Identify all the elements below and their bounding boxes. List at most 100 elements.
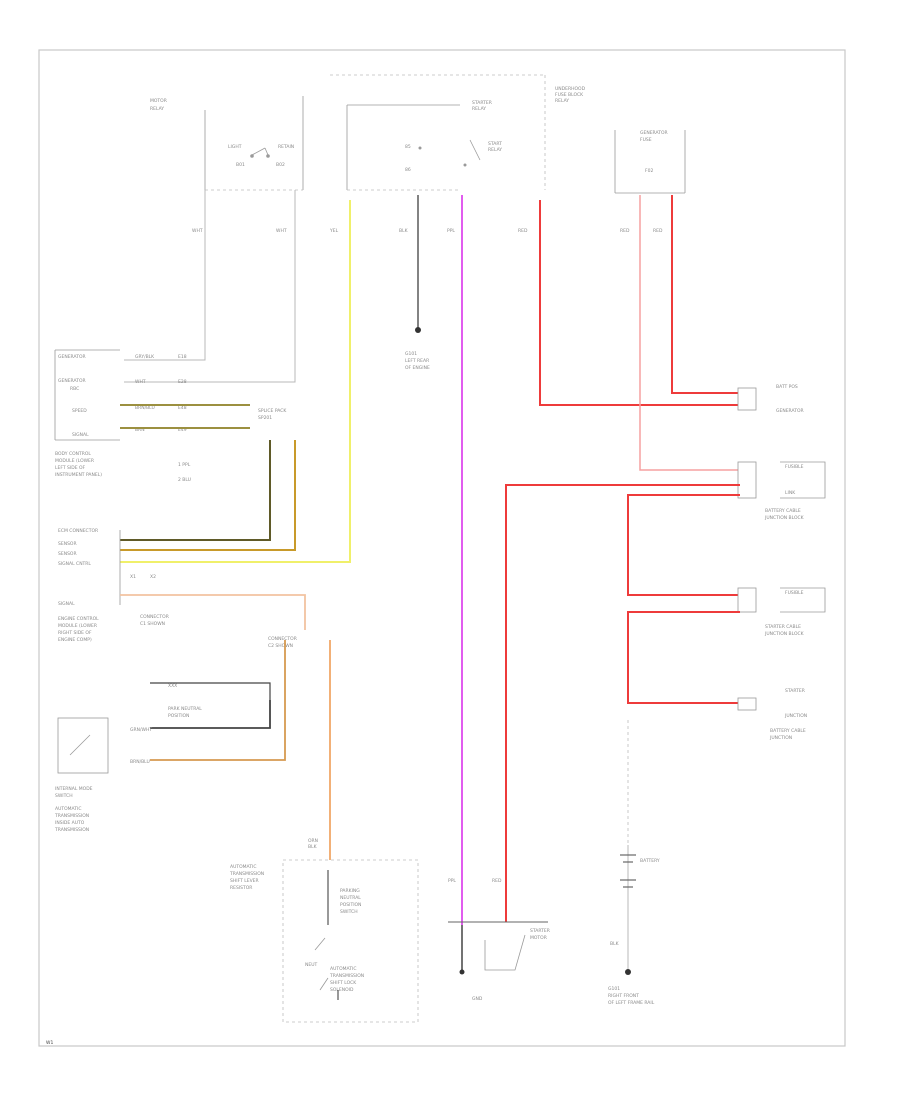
connector-c2: CONNECTOR C2 SHOWN <box>268 636 297 649</box>
svg-text:RELAY: RELAY <box>488 147 502 153</box>
svg-text:GENERATOR: GENERATOR <box>58 354 86 360</box>
svg-text:GENERATOR: GENERATOR <box>776 408 804 414</box>
svg-text:STARTER: STARTER <box>530 928 550 934</box>
svg-text:SPLICE PACK: SPLICE PACK <box>258 408 287 414</box>
svg-text:INSIDE AUTO: INSIDE AUTO <box>55 820 85 826</box>
svg-text:E49: E49 <box>178 427 187 433</box>
svg-text:TRANSMISSION: TRANSMISSION <box>54 813 89 819</box>
svg-text:STARTER: STARTER <box>472 100 492 106</box>
svg-text:RED: RED <box>492 878 502 884</box>
svg-text:TRANSMISSION: TRANSMISSION <box>329 973 364 979</box>
svg-text:OF LEFT FRAME RAIL: OF LEFT FRAME RAIL <box>608 1000 655 1006</box>
svg-text:RELAY: RELAY <box>472 106 486 112</box>
svg-text:SIGNAL CNTRL: SIGNAL CNTRL <box>58 561 91 567</box>
footer-code: W1 <box>46 1040 53 1046</box>
svg-text:AUTOMATIC: AUTOMATIC <box>330 966 357 972</box>
svg-text:BLK: BLK <box>308 844 318 850</box>
svg-text:ORN: ORN <box>308 838 318 844</box>
svg-text:BATTERY CABLE: BATTERY CABLE <box>770 728 806 734</box>
svg-text:AUTOMATIC: AUTOMATIC <box>55 806 82 812</box>
svg-text:SWITCH: SWITCH <box>340 909 358 915</box>
ground-icon <box>415 327 421 333</box>
red-wire-to-battery <box>627 611 740 704</box>
svg-text:LEFT SIDE OF: LEFT SIDE OF <box>55 465 86 471</box>
svg-text:SIGNAL: SIGNAL <box>58 601 75 607</box>
starter-motor-block: PPL RED STARTER MOTOR GND <box>448 878 550 1002</box>
svg-text:FUSIBLE: FUSIBLE <box>785 590 804 596</box>
svg-text:YEL: YEL <box>329 228 339 234</box>
svg-text:JUNCTION BLOCK: JUNCTION BLOCK <box>764 515 805 521</box>
dark-wire-top-2 <box>150 682 271 700</box>
svg-text:RESISTOR: RESISTOR <box>230 885 252 891</box>
svg-text:PARKING: PARKING <box>340 888 360 894</box>
dark-wire-top <box>150 700 271 729</box>
wire-relay-left <box>124 190 206 361</box>
ecm-upper-block: GENERATOR GENERATOR RBC SPEED SIGNAL GRY… <box>54 349 191 483</box>
svg-text:GENERATOR: GENERATOR <box>58 378 86 384</box>
svg-text:GENERATOR: GENERATOR <box>640 130 668 136</box>
generator-connector: BATT POS GENERATOR <box>737 384 804 414</box>
svg-text:PARK NEUTRAL: PARK NEUTRAL <box>168 706 202 712</box>
svg-text:AUTOMATIC: AUTOMATIC <box>230 864 257 870</box>
svg-text:JUNCTION: JUNCTION <box>784 713 807 719</box>
svg-text:X1: X1 <box>130 574 136 580</box>
svg-text:MOTOR: MOTOR <box>150 98 167 104</box>
svg-text:E48: E48 <box>178 405 187 411</box>
svg-text:GRN/WHT: GRN/WHT <box>130 727 152 733</box>
svg-text:STARTER: STARTER <box>785 688 805 694</box>
orange-wire-light <box>120 594 306 630</box>
svg-text:BRN: BRN <box>135 427 145 433</box>
yellow-wire <box>120 200 351 563</box>
svg-text:RED: RED <box>518 228 528 234</box>
orange-wire-long <box>120 440 296 551</box>
svg-text:CONNECTOR: CONNECTOR <box>140 614 169 620</box>
svg-text:GRY/BLK: GRY/BLK <box>135 354 155 360</box>
svg-text:RED: RED <box>620 228 630 234</box>
red-wire-gen-fuse-a <box>671 195 740 394</box>
svg-text:ENGINE COMP): ENGINE COMP) <box>58 637 92 643</box>
svg-text:NEUT: NEUT <box>305 962 318 968</box>
range-switch-block: XXX PARK NEUTRAL POSITION INTERNAL MODE … <box>54 683 202 833</box>
svg-text:85: 85 <box>405 144 411 150</box>
svg-text:BODY CONTROL: BODY CONTROL <box>55 451 91 457</box>
red-wire-to-junction <box>505 484 740 922</box>
svg-text:TRANSMISSION: TRANSMISSION <box>54 827 89 833</box>
relay-module-left: MOTOR RELAY LIGHT RETAIN B01 B02 <box>150 96 304 191</box>
svg-text:LINK: LINK <box>785 490 796 496</box>
svg-text:FUSE BLOCK: FUSE BLOCK <box>555 92 584 98</box>
svg-text:LIGHT: LIGHT <box>228 144 242 150</box>
svg-text:JUNCTION: JUNCTION <box>769 735 792 741</box>
svg-text:F02: F02 <box>645 168 653 174</box>
svg-text:WHT: WHT <box>135 379 146 385</box>
svg-text:RELAY: RELAY <box>555 98 569 104</box>
ground-wire: G101 LEFT REAR OF ENGINE <box>405 195 430 371</box>
svg-text:B01: B01 <box>236 162 245 168</box>
svg-text:E28: E28 <box>178 379 187 385</box>
svg-text:2 BLU: 2 BLU <box>178 477 191 483</box>
svg-text:FUSE: FUSE <box>640 137 652 143</box>
svg-text:SWITCH: SWITCH <box>55 793 73 799</box>
svg-text:BLK: BLK <box>610 941 620 947</box>
svg-text:RIGHT SIDE OF: RIGHT SIDE OF <box>58 630 92 636</box>
orange-wire-2 <box>150 640 286 761</box>
svg-text:INSTRUMENT PANEL): INSTRUMENT PANEL) <box>55 472 102 478</box>
svg-text:START: START <box>488 141 502 147</box>
svg-text:G101: G101 <box>608 986 620 992</box>
upper-wire-labels: WHT WHT YEL BLK PPL RED RED RED <box>192 228 663 234</box>
generator-fuse-module: GENERATOR FUSE F02 <box>614 130 686 194</box>
svg-text:SHIFT LOCK: SHIFT LOCK <box>330 980 357 986</box>
svg-text:NEUTRAL: NEUTRAL <box>340 895 361 901</box>
battery-junction: STARTER JUNCTION BATTERY CABLE JUNCTION <box>737 688 807 741</box>
svg-text:MODULE (LOWER: MODULE (LOWER <box>55 458 94 464</box>
svg-text:PPL: PPL <box>448 878 456 884</box>
svg-text:RETAIN: RETAIN <box>278 144 294 150</box>
svg-text:C2 SHOWN: C2 SHOWN <box>268 643 293 649</box>
svg-text:SOLENOID: SOLENOID <box>330 987 354 993</box>
svg-text:SENSOR: SENSOR <box>58 541 77 547</box>
diagram-frame <box>38 49 846 1047</box>
battery-icon: BATTERY BLK G101 RIGHT FRONT OF LEFT FRA… <box>608 720 660 1006</box>
svg-text:SENSOR: SENSOR <box>58 551 77 557</box>
svg-text:ECM CONNECTOR: ECM CONNECTOR <box>58 528 98 534</box>
svg-text:SIGNAL: SIGNAL <box>72 432 89 438</box>
